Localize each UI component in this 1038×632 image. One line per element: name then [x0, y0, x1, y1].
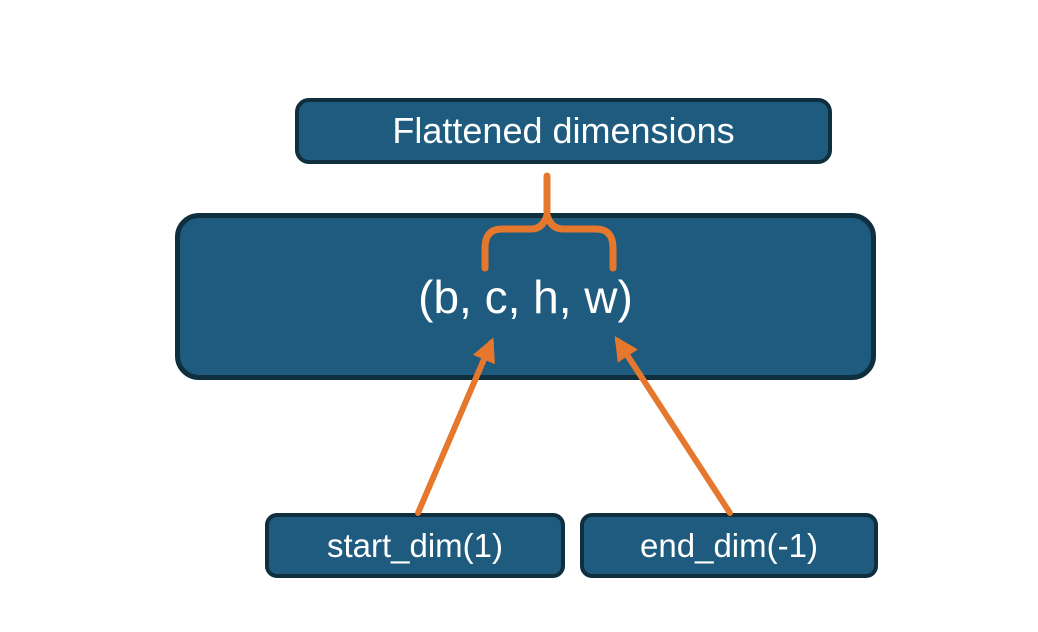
flattened-dimensions-label: Flattened dimensions — [392, 110, 735, 151]
tensor-shape-box: (b, c, h, w) — [175, 213, 876, 380]
start-dim-box: start_dim(1) — [265, 513, 565, 578]
start-dim-label: start_dim(1) — [326, 527, 504, 564]
end-dim-label: end_dim(-1) — [640, 527, 818, 564]
flattened-dimensions-box: Flattened dimensions — [295, 98, 832, 164]
end-dim-box: end_dim(-1) — [580, 513, 878, 578]
tensor-shape-label: (b, c, h, w) — [418, 270, 633, 323]
